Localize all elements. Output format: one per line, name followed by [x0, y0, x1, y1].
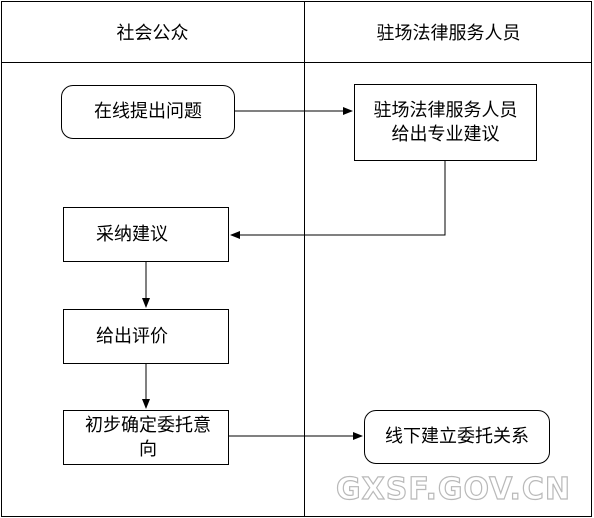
- node-give-rating: 给出评价: [63, 309, 229, 364]
- site-watermark: GXSF.GOV.CN: [335, 471, 572, 507]
- header-divider: [1, 62, 592, 63]
- lane-divider: [304, 1, 305, 517]
- lane-title-public: 社会公众: [116, 23, 189, 44]
- lane-title-lawyers: 驻场法律服务人员: [376, 23, 521, 44]
- node-adopt-advice: 采纳建议: [63, 207, 229, 262]
- node-delegate-intent: 初步确定委托意向: [63, 410, 229, 465]
- node-give-advice: 驻场法律服务人员给出专业建议: [354, 84, 537, 161]
- arrow-advice-to-adopt: [230, 161, 446, 239]
- node-offline-delegation: 线下建立委托关系: [364, 410, 550, 464]
- node-online-question: 在线提出问题: [61, 85, 235, 139]
